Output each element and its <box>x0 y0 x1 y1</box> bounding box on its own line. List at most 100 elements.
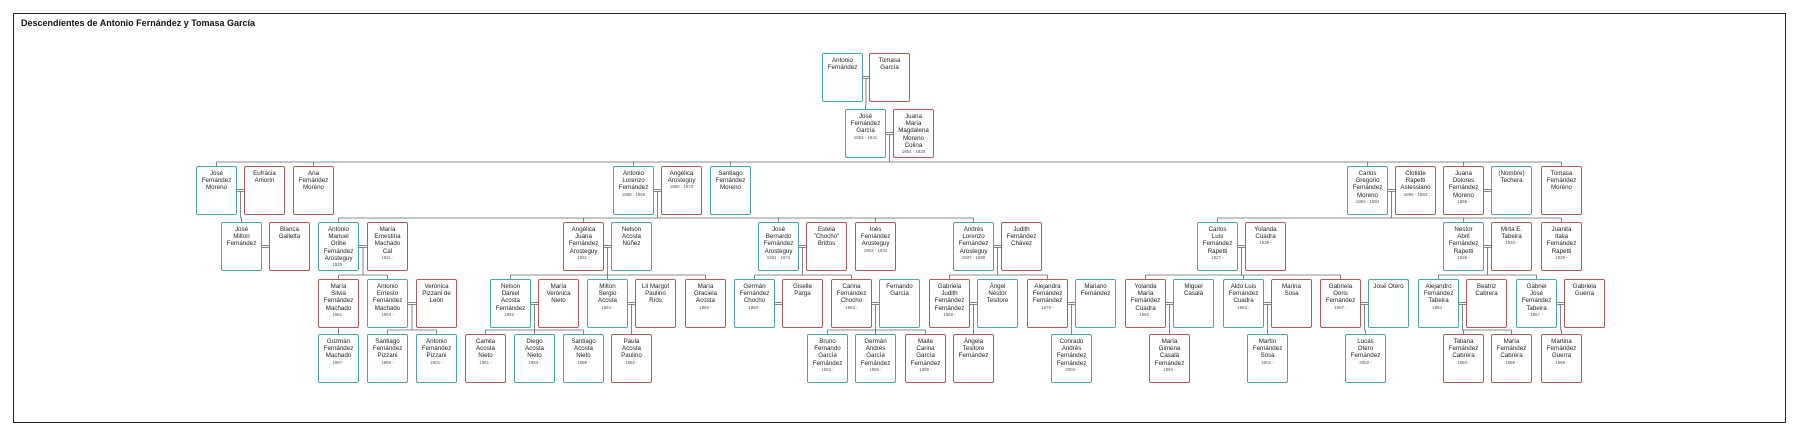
person-years: 1964 - <box>381 311 394 317</box>
person-years: 1963 - <box>845 304 858 310</box>
person-box-angela-tf[interactable]: Ángela Tesitore Fernández <box>953 334 994 383</box>
person-name: Alejandra Fernández Fernández <box>1032 283 1063 305</box>
person-box-beatriz-c[interactable]: Beatriz Cabrera <box>1466 279 1507 328</box>
person-box-gabriela-g[interactable]: Gabriela Guerra <box>1564 279 1605 328</box>
person-years: 1939 - <box>1259 240 1272 246</box>
person-box-judith-fc[interactable]: Judith Fernández Chávez <box>1001 222 1042 271</box>
person-box-antonio[interactable]: Antonio Fernández <box>822 53 863 102</box>
person-box-giselle[interactable]: Giselle Parga <box>782 279 823 328</box>
person-years: 1960 - <box>748 304 761 310</box>
person-box-jose-mf[interactable]: José Milton Fernández <box>221 222 262 271</box>
page-title: Descendientes de Antonio Fernández y Tom… <box>21 18 256 28</box>
person-box-maria-vn[interactable]: María Verónica Nieto <box>538 279 579 328</box>
person-years: 1931 - <box>381 254 394 260</box>
person-years: 1995 - <box>1505 359 1518 365</box>
person-years: 1999 - <box>919 366 932 372</box>
person-name: Antonio Ernesto Fernández Machado <box>372 283 403 312</box>
person-box-angel-nt[interactable]: Ángel Néstor Tesitore <box>977 279 1018 328</box>
person-years: 1962 - <box>1139 311 1152 317</box>
person-name: Angélica Arosteguy <box>667 170 696 185</box>
person-box-nombre-t[interactable]: (Nombre) Techera <box>1491 166 1532 215</box>
person-name: Antonio Fernández <box>827 57 858 72</box>
diagram-frame <box>13 13 1786 423</box>
person-box-veronica-pl[interactable]: Verónica Pizzani de León <box>416 279 457 328</box>
person-name: Bruno Fernando García Fernández <box>812 338 843 367</box>
person-name: Nelson Daniel Acosta Fernández <box>495 283 526 312</box>
person-box-miguel-c[interactable]: Miguel Casalá <box>1173 279 1214 328</box>
person-box-antonio-mofa[interactable]: Antonio Manuel Oribe Fernández Arosteguy… <box>318 222 359 271</box>
person-box-santiago-fm[interactable]: Santiago Fernández Moreno <box>710 166 751 215</box>
person-box-ana-fm[interactable]: Ana Fernández Moreno <box>293 166 334 215</box>
person-name: Juana Dolores Fernández Moreno <box>1448 170 1479 199</box>
person-box-marina-s[interactable]: Marina Sosa <box>1271 279 1312 328</box>
person-box-jose-o[interactable]: José Otero <box>1368 279 1409 328</box>
person-box-nelson-an[interactable]: Nelson Acosta Núñez <box>611 222 652 271</box>
person-box-mariano-f[interactable]: Mariano Fernández <box>1075 279 1116 328</box>
person-name: Nelson Acosta Núñez <box>621 226 642 248</box>
person-box-tomasa-fm[interactable]: Tomasa Fernández Moreno <box>1541 166 1582 215</box>
person-years: 1960 - <box>699 304 712 310</box>
person-years: 1853 - 1941 <box>853 134 878 140</box>
person-box-jose-fm[interactable]: José Fernández Moreno <box>196 166 237 215</box>
person-box-fernando-g[interactable]: Fernando García <box>879 279 920 328</box>
person-years: 2001 - <box>1261 359 1274 365</box>
person-box-estela[interactable]: Estela "Chocho" Brittos <box>806 222 847 271</box>
person-box-lil-margot[interactable]: Lil Margot Paulino Ríos <box>635 279 676 328</box>
person-box-blanca[interactable]: Blanca Galletta <box>269 222 310 271</box>
person-name: José Fernández Moreno <box>201 170 232 192</box>
person-name: Germán Fernández Chocho <box>739 283 770 305</box>
person-box-eufracia[interactable]: Eufracia Amorín <box>244 166 285 215</box>
person-years: 1937 - 1989 <box>961 254 986 260</box>
person-years: 1996 - <box>577 359 590 365</box>
person-box-tomasa[interactable]: Tomasa García <box>869 53 910 102</box>
